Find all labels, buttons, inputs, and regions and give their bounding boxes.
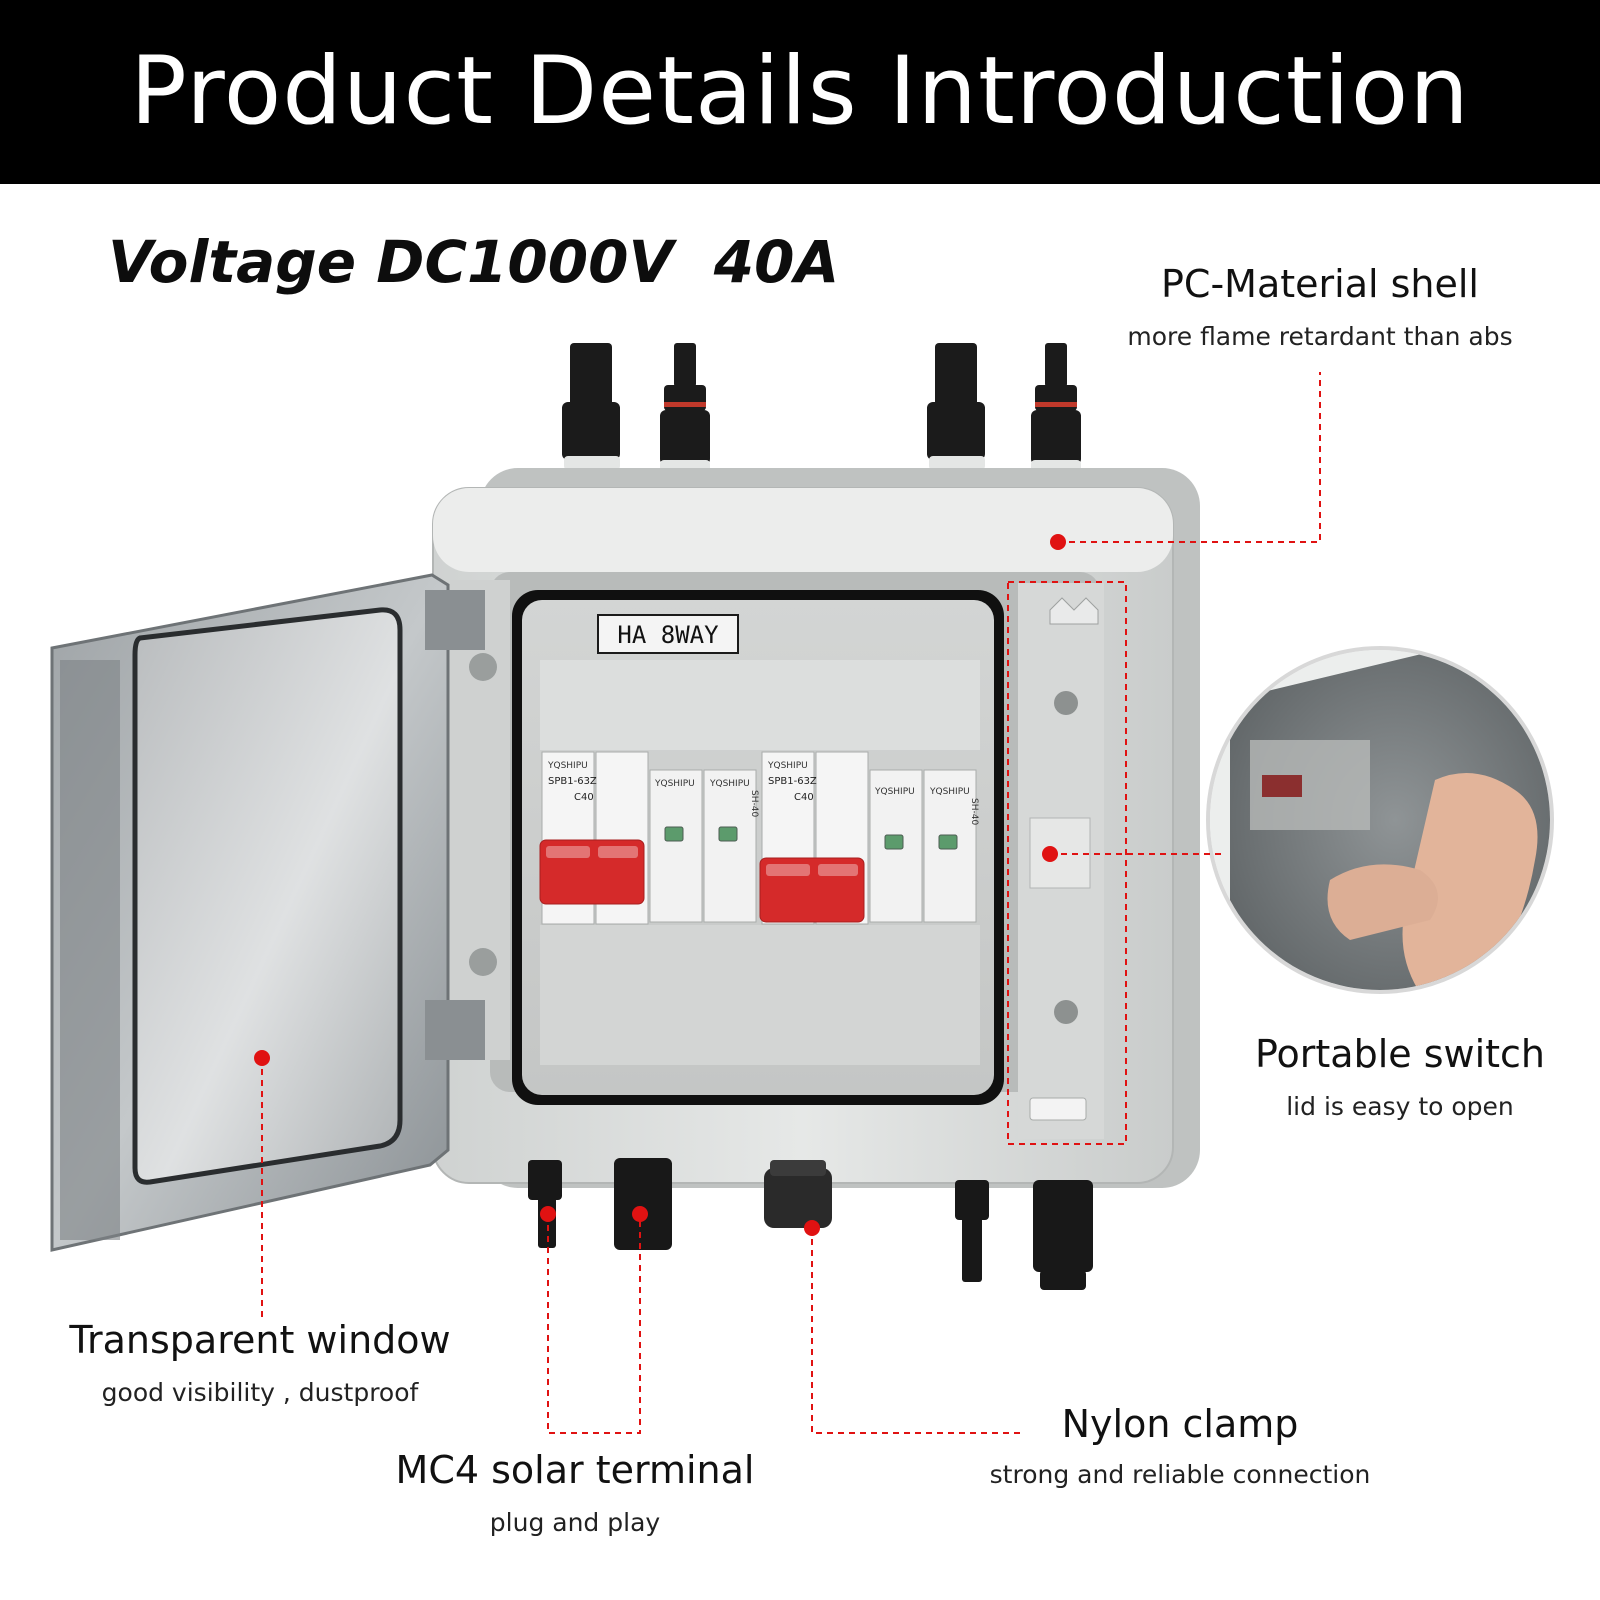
feature-mc4-title: MC4 solar terminal — [395, 1448, 755, 1492]
spd-brand-1: YQSHIPU — [654, 779, 695, 789]
panel-label-text: HA 8WAY — [617, 621, 719, 649]
bottom-connectors — [528, 1158, 1093, 1290]
breaker-model-1: SPB1-63Z — [548, 776, 597, 787]
feature-window-subtitle: good visibility , dustproof — [101, 1378, 419, 1407]
spd-brand-3: YQSHIPU — [874, 787, 915, 797]
header-band — [0, 0, 1600, 184]
spd-brand-2: YQSHIPU — [709, 779, 750, 789]
panel-label: HA 8WAY — [597, 614, 739, 654]
feature-window-title: Transparent window — [69, 1318, 451, 1362]
breaker-model-2: SPB1-63Z — [768, 776, 817, 787]
feature-switch-subtitle: lid is easy to open — [1286, 1092, 1514, 1121]
spd-model-1: SH-40 — [749, 790, 759, 817]
breaker-rating-2: C40 — [794, 792, 814, 803]
din-devices: YQSHIPU SPB1-63Z C40 YQSHIPU YQSHIPU YQS… — [539, 751, 979, 925]
callout-dots — [254, 534, 1066, 1236]
page-title: Product Details Introduction — [130, 37, 1470, 146]
feature-clamp-title: Nylon clamp — [1061, 1402, 1299, 1446]
feature-shell-title: PC-Material shell — [1161, 262, 1479, 306]
breaker-brand-1: YQSHIPU — [547, 761, 588, 771]
feature-mc4-subtitle: plug and play — [489, 1508, 661, 1537]
breaker-brand-2: YQSHIPU — [767, 761, 808, 771]
top-mc4-connectors — [562, 343, 1081, 472]
spd-brand-4: YQSHIPU — [929, 787, 970, 797]
feature-shell-subtitle: more flame retardant than abs — [1127, 322, 1513, 351]
transparent-door — [50, 573, 485, 1252]
callout-lines — [261, 372, 1321, 1434]
breaker-rating-1: C40 — [574, 792, 594, 803]
feature-switch-title: Portable switch — [1254, 1032, 1546, 1076]
feature-clamp-subtitle: strong and reliable connection — [989, 1460, 1371, 1489]
voltage-rating: Voltage DC1000V 40A — [108, 228, 840, 296]
portable-switch-zoom-inset — [1206, 646, 1554, 994]
spd-model-2: SH-40 — [969, 798, 979, 825]
